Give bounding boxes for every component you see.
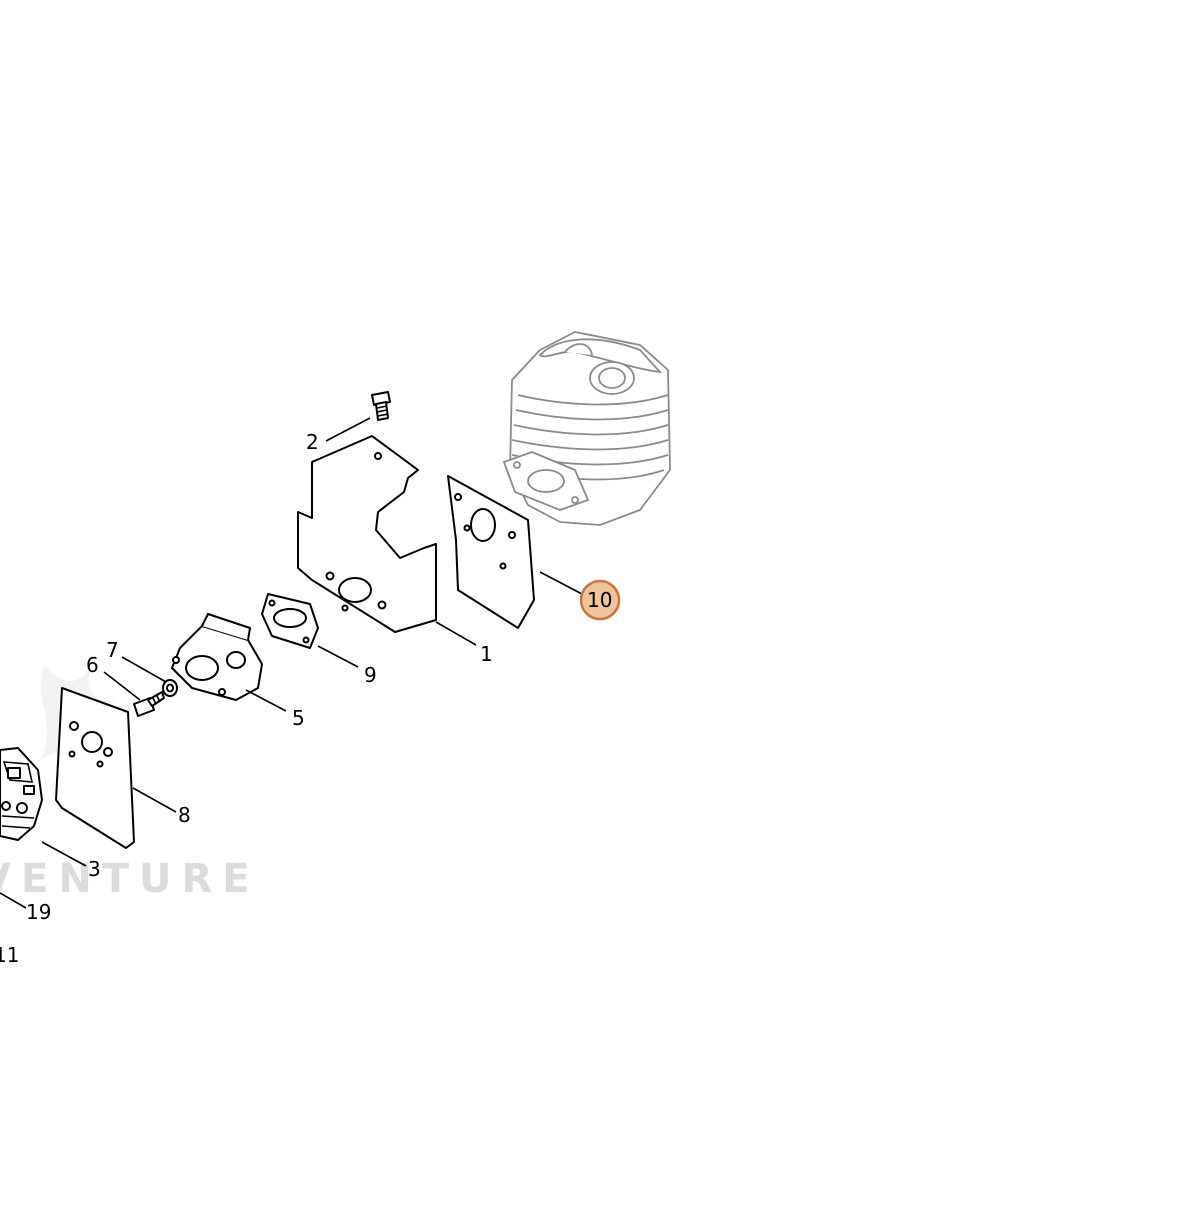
callout-10-highlight[interactable] bbox=[579, 579, 621, 621]
carburetor-gasket-part[interactable] bbox=[55, 687, 135, 849]
callout-19[interactable]: 19 bbox=[26, 900, 51, 924]
screw-part[interactable] bbox=[371, 391, 391, 421]
callout-6[interactable]: 6 bbox=[86, 653, 99, 677]
callout-9[interactable]: 9 bbox=[364, 663, 377, 687]
carburetor-part[interactable] bbox=[0, 747, 43, 841]
callout-7[interactable]: 7 bbox=[106, 638, 119, 662]
cylinder-part[interactable] bbox=[502, 331, 671, 526]
watermark-text: VENTURE bbox=[0, 856, 260, 902]
bolt-part[interactable] bbox=[133, 691, 165, 717]
heat-shield-part[interactable] bbox=[297, 435, 437, 633]
callout-3[interactable]: 3 bbox=[88, 857, 101, 881]
intake-manifold-part[interactable] bbox=[171, 613, 263, 701]
callout-10[interactable]: 10 bbox=[587, 588, 612, 612]
washer-part[interactable] bbox=[162, 679, 178, 697]
cylinder-gasket-part[interactable] bbox=[447, 475, 535, 629]
callout-2[interactable]: 2 bbox=[306, 430, 319, 454]
callout-1[interactable]: 1 bbox=[480, 642, 493, 666]
callout-11[interactable]: 11 bbox=[0, 943, 19, 967]
callout-8[interactable]: 8 bbox=[178, 803, 191, 827]
callout-5[interactable]: 5 bbox=[292, 706, 305, 730]
leader-lines bbox=[0, 417, 583, 909]
flange-gasket-part[interactable] bbox=[261, 593, 319, 649]
